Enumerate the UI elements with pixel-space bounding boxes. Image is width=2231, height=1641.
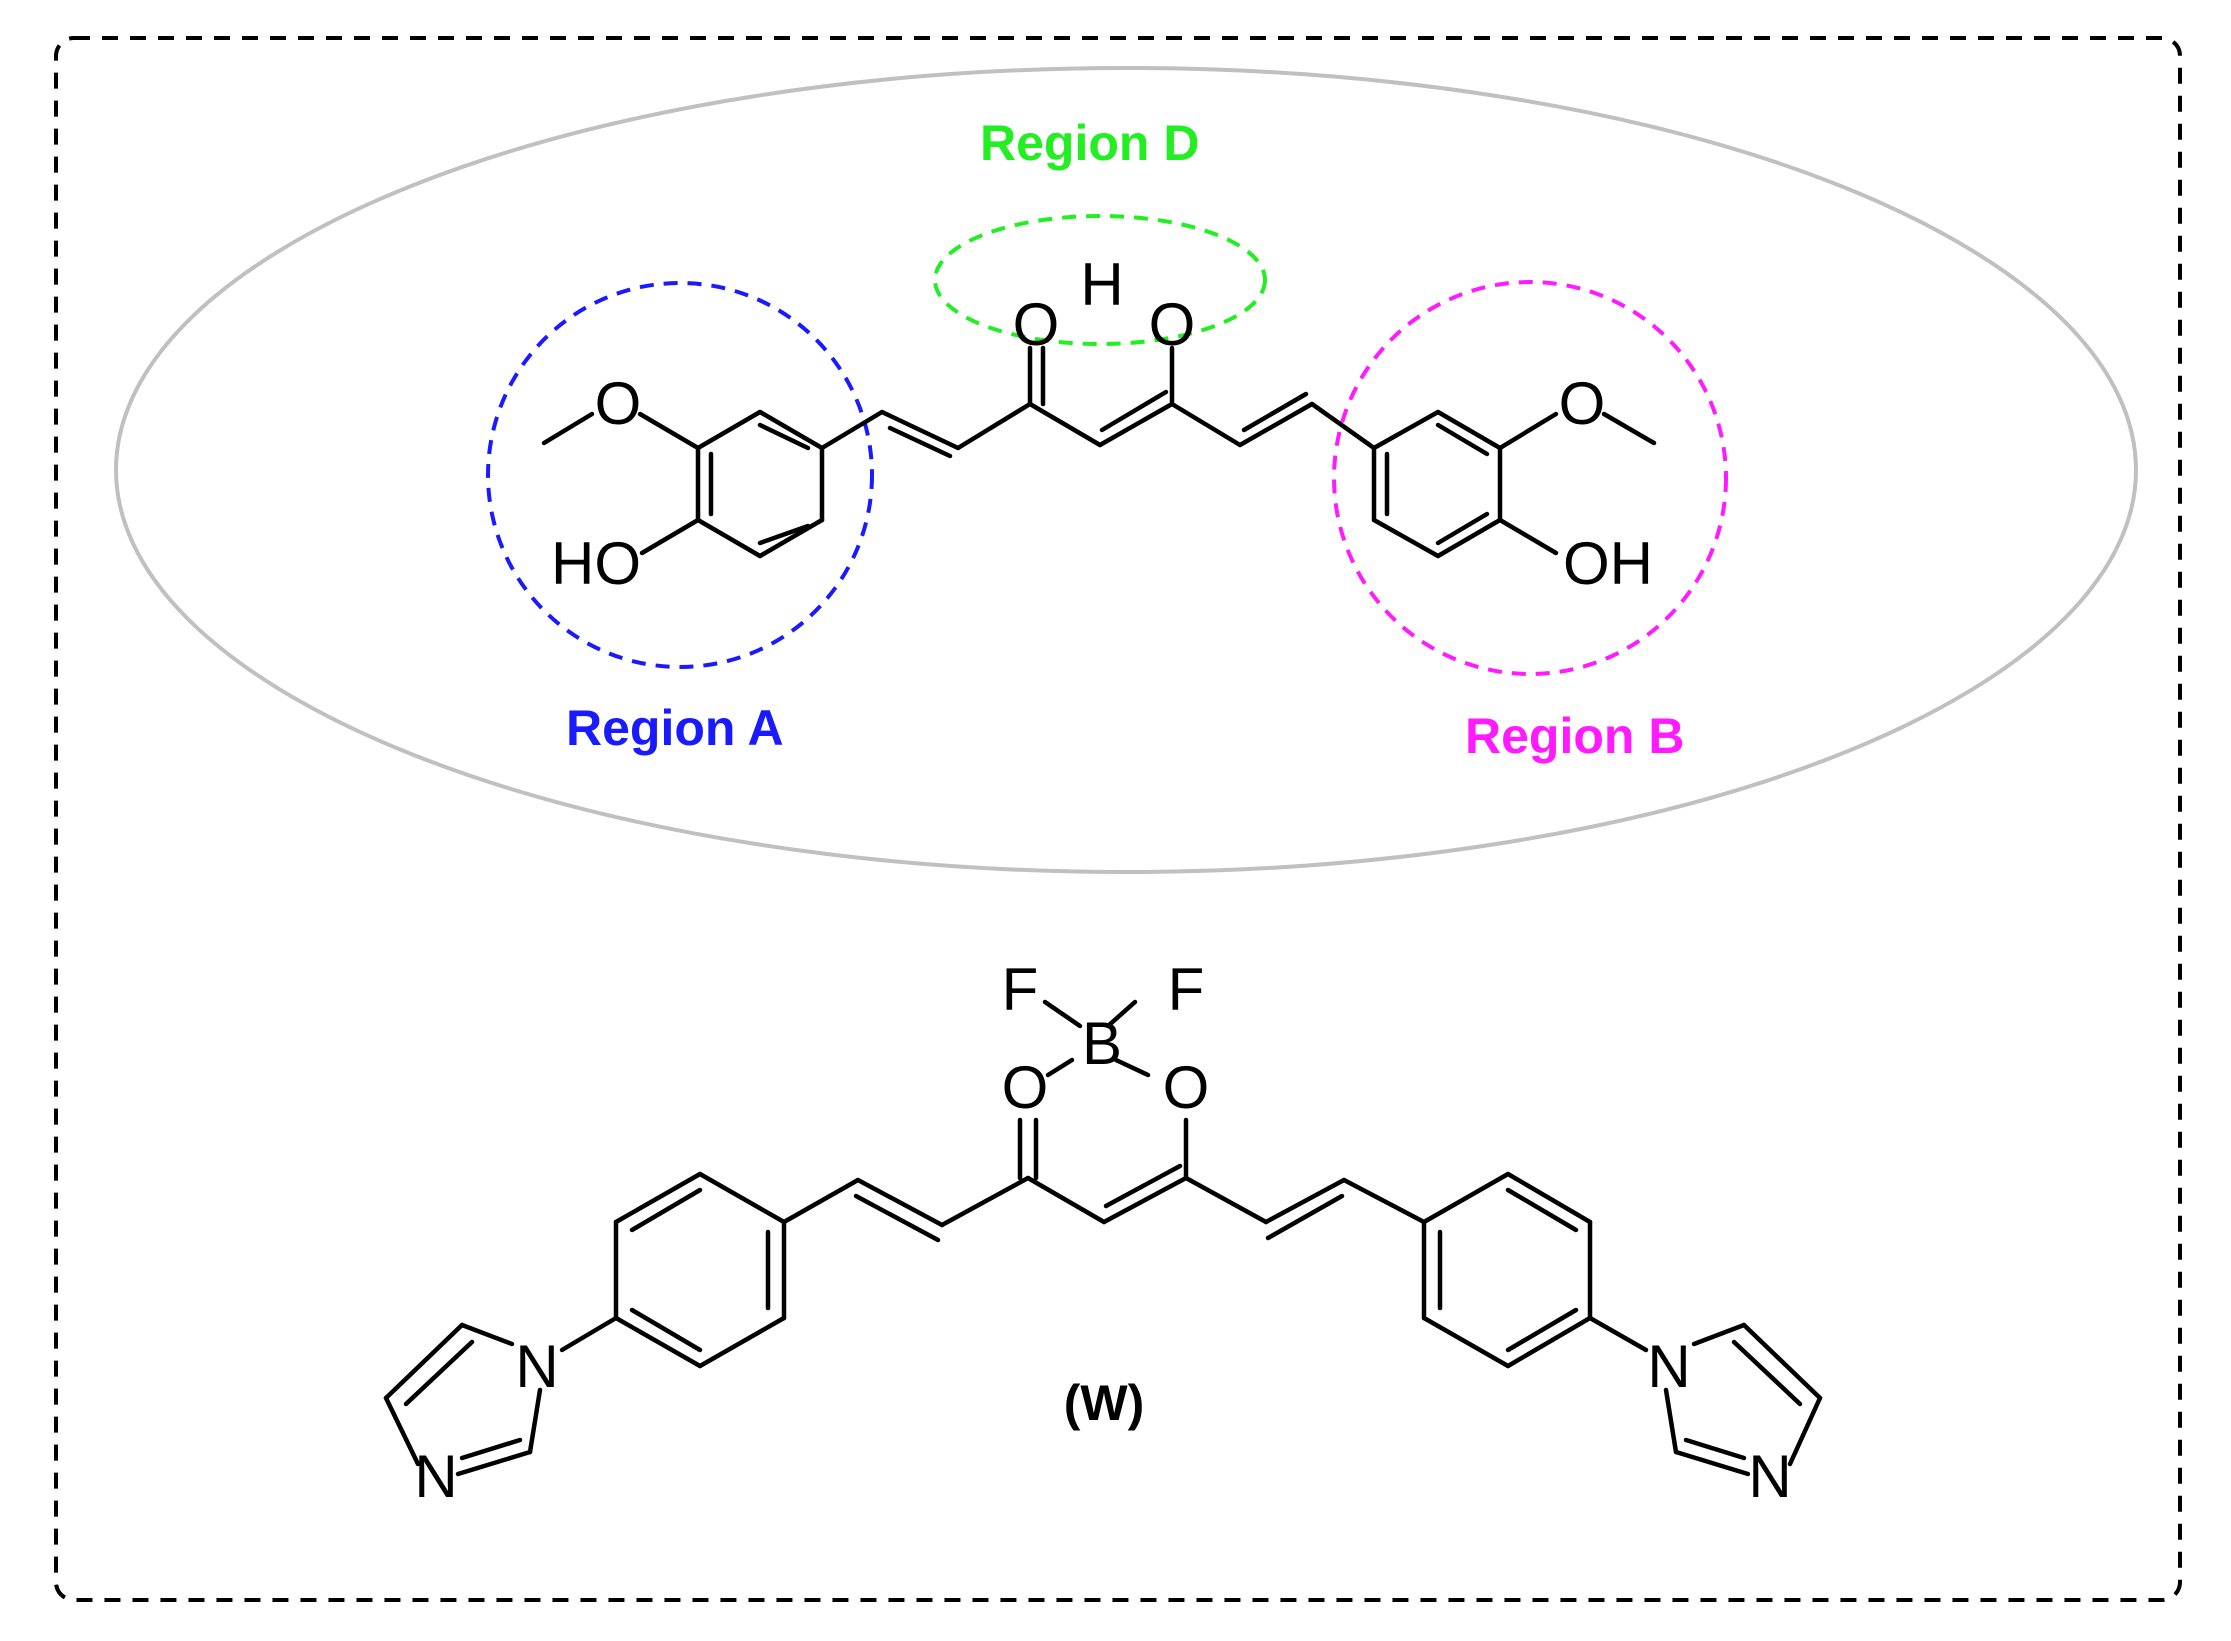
atom-n-left-1: N: [515, 1333, 558, 1400]
compound-w-atoms: F F B O O N N N N: [414, 956, 1791, 1510]
atom-hydroxyl-right: OH: [1563, 530, 1653, 597]
compound-w-bonds: [383, 999, 1823, 1477]
region-d-label: Region D: [980, 115, 1199, 171]
atom-o-methoxy-right: O: [1559, 370, 1606, 437]
atom-boron: B: [1082, 1010, 1122, 1077]
atom-hydroxyl-left: HO: [551, 530, 641, 597]
atom-o-left: O: [1002, 1054, 1049, 1121]
curcumin-atoms: O H O O HO O OH: [551, 251, 1653, 597]
atom-n-right-1: N: [1647, 1333, 1690, 1400]
atom-f-left: F: [1002, 956, 1039, 1023]
compound-w-label: (W): [1064, 1375, 1145, 1431]
atom-n-left-3: N: [414, 1443, 457, 1510]
region-a-circle: [486, 281, 874, 669]
region-d-ellipse: [933, 214, 1267, 346]
atom-o-methoxy-left: O: [595, 370, 642, 437]
atom-f-right: F: [1168, 956, 1205, 1023]
dashed-frame: [54, 36, 2182, 1602]
region-a-label: Region A: [566, 700, 784, 756]
region-b-circle: [1332, 280, 1728, 676]
curcumin-outline-ellipse: [114, 66, 2138, 874]
atom-o-right: O: [1163, 1054, 1210, 1121]
atom-h-bridge: H: [1080, 251, 1123, 318]
atom-o-keto: O: [1013, 291, 1060, 358]
atom-n-right-3: N: [1748, 1443, 1791, 1510]
curcumin-bonds: [541, 345, 1657, 559]
atom-o-enol: O: [1149, 291, 1196, 358]
region-b-label: Region B: [1465, 708, 1684, 764]
